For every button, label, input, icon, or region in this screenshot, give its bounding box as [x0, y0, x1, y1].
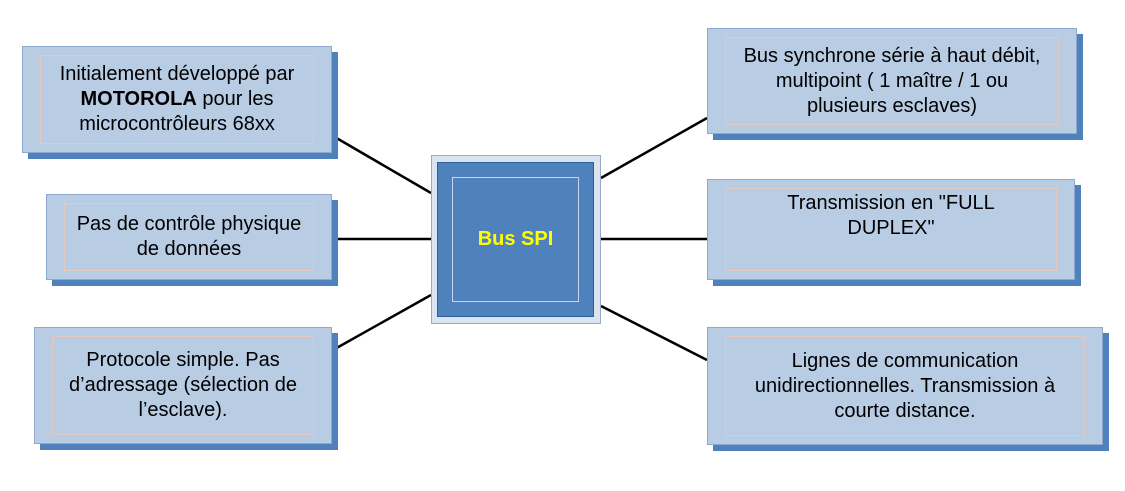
- node-bus-type-text: Bus synchrone série à haut débit, multip…: [743, 44, 1041, 117]
- center-label: Bus SPI: [477, 228, 554, 250]
- node-protocol-text: Protocole simple. Pas d’adressage (sélec…: [69, 349, 297, 421]
- connector-protocol: [332, 293, 432, 352]
- node-lines: Lignes de communication unidirectionnell…: [707, 327, 1103, 445]
- node-origin-text: Initialement développé par MOTOROLA pour…: [59, 63, 295, 135]
- node-origin: Initialement développé par MOTOROLA pour…: [22, 46, 332, 153]
- motorola-bold-text: MOTOROLA: [80, 88, 197, 110]
- connector-bus-type: [600, 116, 708, 180]
- node-control: Pas de contrôle physique de données: [46, 194, 332, 280]
- node-duplex: Transmission en "FULL DUPLEX": [707, 179, 1075, 280]
- node-control-text: Pas de contrôle physique de données: [76, 213, 302, 260]
- node-duplex-text: Transmission en "FULL DUPLEX": [787, 192, 995, 239]
- node-bus-type: Bus synchrone série à haut débit, multip…: [707, 28, 1077, 134]
- connector-lines: [600, 304, 708, 362]
- node-protocol: Protocole simple. Pas d’adressage (sélec…: [34, 327, 332, 444]
- node-lines-text: Lignes de communication unidirectionnell…: [754, 349, 1056, 422]
- center-node: Bus SPI: [431, 155, 601, 324]
- connector-origin: [332, 134, 432, 195]
